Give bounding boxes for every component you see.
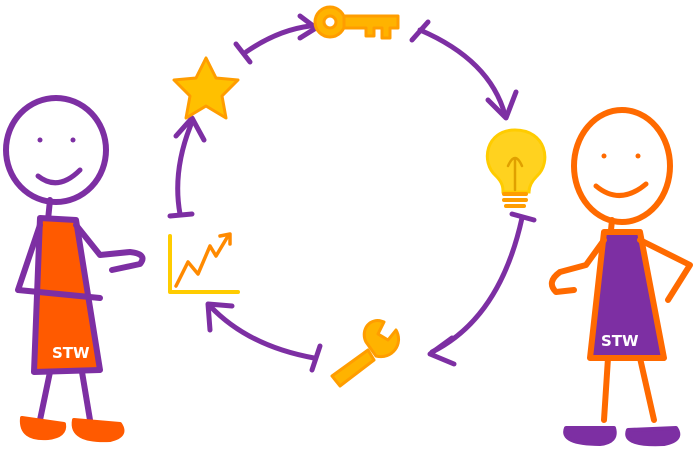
right-figure-shirt-label: STW	[601, 332, 639, 350]
arrow-wrench-to-chart	[205, 301, 323, 373]
arrow-star-to-key	[233, 13, 319, 65]
left-figure-shoe-right	[71, 418, 125, 443]
left-figure-head	[3, 95, 109, 205]
right-figure-shoe-left	[563, 426, 617, 446]
growth-chart-icon	[168, 232, 240, 294]
star-icon	[172, 56, 240, 120]
arrow-key-to-bulb	[409, 19, 519, 121]
arrow-bulb-to-wrench	[427, 211, 537, 367]
right-figure: STW	[548, 107, 693, 447]
cycle-arrows	[167, 13, 537, 373]
wrench-icon	[330, 319, 400, 388]
left-figure-shirt-label: STW	[52, 344, 90, 362]
right-figure-head	[571, 107, 673, 225]
key-icon	[313, 5, 400, 40]
right-figure-shirt	[587, 229, 667, 361]
left-figure-shoe-left	[19, 416, 67, 441]
lightbulb-icon	[485, 128, 547, 208]
arrow-chart-to-star	[167, 115, 207, 219]
left-figure: STW	[3, 95, 146, 443]
right-figure-shoe-right	[625, 426, 681, 447]
